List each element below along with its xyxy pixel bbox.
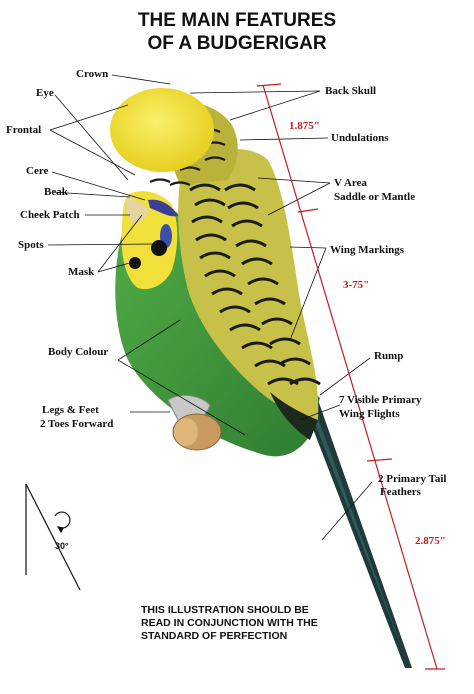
measurement-body: 3-75" <box>343 279 370 291</box>
label-primary-flights: 7 Visible Primary <box>339 394 422 406</box>
throat-spot-lower <box>129 257 141 269</box>
label-wing-flights: Wing Flights <box>339 408 400 420</box>
label-saddle-mantle: Saddle or Mantle <box>334 191 416 203</box>
beak <box>125 195 150 223</box>
label-toes-forward: 2 Toes Forward <box>40 418 114 430</box>
note-line-2: READ IN CONJUNCTION WITH THE <box>141 617 318 629</box>
angle-indicator <box>25 483 81 591</box>
measurement-line <box>256 83 445 670</box>
label-cere: Cere <box>26 165 49 177</box>
note-line-3: STANDARD OF PERFECTION <box>141 630 288 642</box>
label-back-skull: Back Skull <box>325 85 377 97</box>
angle-label: 30° <box>55 541 69 551</box>
label-mask: Mask <box>68 266 95 278</box>
measurement-head: 1.875" <box>289 120 320 132</box>
title-line-1: THE MAIN FEATURES <box>137 10 337 31</box>
label-eye: Eye <box>36 87 54 99</box>
label-crown: Crown <box>76 68 109 80</box>
wing-markings <box>189 183 321 386</box>
label-rump: Rump <box>374 350 404 362</box>
crown <box>110 88 214 172</box>
label-wing-markings: Wing Markings <box>330 244 405 256</box>
label-legs-feet: Legs & Feet <box>42 404 99 416</box>
label-cheek-patch: Cheek Patch <box>20 209 80 221</box>
label-primary-tail: 2 Primary Tail <box>378 473 447 485</box>
standard-note: THIS ILLUSTRATION SHOULD BE READ IN CONJ… <box>141 604 381 643</box>
label-beak: Beak <box>44 186 68 198</box>
label-body-colour: Body Colour <box>48 346 109 358</box>
label-frontal: Frontal <box>6 124 42 136</box>
tail-feather-edge <box>306 400 408 664</box>
label-undulations: Undulations <box>331 132 389 144</box>
perch-end <box>174 418 198 446</box>
label-tail-feathers: Feathers <box>380 486 421 498</box>
primary-wing-flights <box>270 392 318 440</box>
leader-lines <box>47 74 373 541</box>
title-line-2: OF A BUDGERIGAR <box>147 33 327 54</box>
label-spots: Spots <box>18 239 44 251</box>
label-v-area: V Area <box>334 177 367 189</box>
cere <box>148 199 178 217</box>
measurement-tail: 2.875" <box>415 535 446 547</box>
throat-spot <box>151 240 167 256</box>
note-line-1: THIS ILLUSTRATION SHOULD BE <box>141 604 309 616</box>
